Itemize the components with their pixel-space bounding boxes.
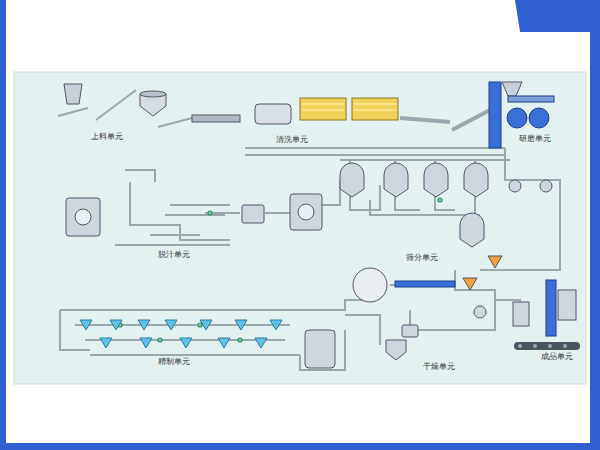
- unit-label: 清洗单元: [275, 135, 309, 145]
- unit-label: 干燥单元: [422, 362, 456, 372]
- unit-label: 成品单元: [540, 352, 574, 362]
- unit-label: 上料单元: [90, 132, 124, 142]
- unit-label: 研磨单元: [518, 134, 552, 144]
- unit-label: 筛分单元: [405, 253, 439, 263]
- unit-label: 精制单元: [157, 357, 191, 367]
- unit-label: 脱汁单元: [157, 250, 191, 260]
